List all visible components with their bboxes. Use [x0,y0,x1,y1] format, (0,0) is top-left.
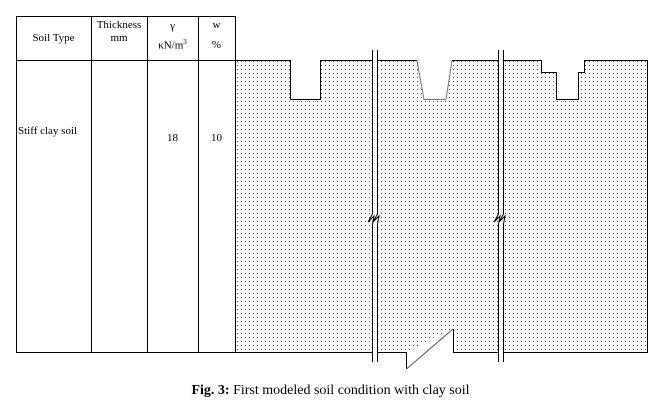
header-label: Soil Type [32,32,75,44]
header-w: w% [198,19,235,52]
header-label: Thickness [96,19,142,31]
caption-label: Fig. 3: [191,383,230,398]
header-unit: mm [110,32,128,44]
cell-soil-type: Stiff clay soil [18,125,78,137]
break-lines [367,50,506,362]
soil-outline [235,60,648,370]
header-unit: % [211,39,222,51]
header-label: w [212,19,221,31]
caption-text: First modeled soil condition with clay s… [229,383,470,398]
header-soil-type: Soil Type [16,32,91,45]
header-unit: κN/m [158,39,184,52]
cell-w: 10 [211,132,222,144]
table-grid [16,16,236,353]
header-label: γ [170,20,175,32]
figure-caption: Fig. 3: First modeled soil condition wit… [0,383,661,399]
header-gamma: γ κN/m3 [147,20,198,53]
header-unit-sup: 3 [183,38,187,46]
cell-gamma: 18 [167,132,178,144]
soil-body [235,60,648,352]
